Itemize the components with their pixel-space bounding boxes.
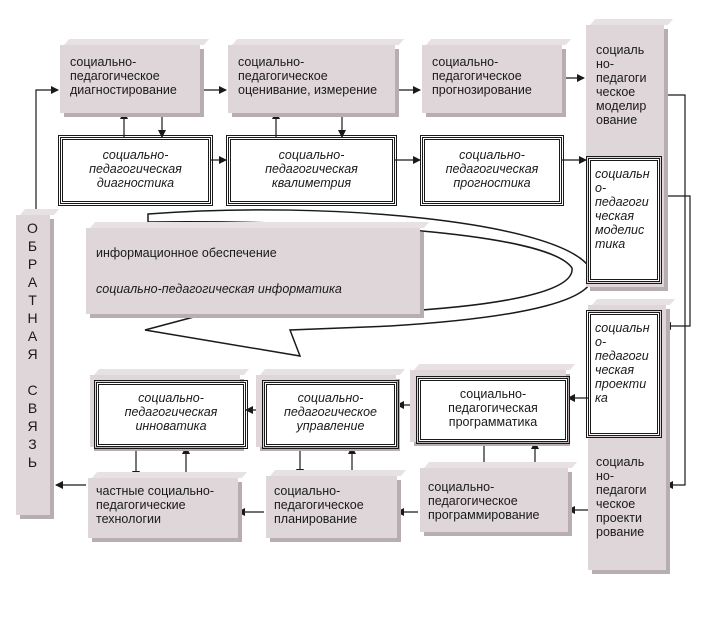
text-diagnostirovanie: социально- педагогическое диагностирован… <box>70 55 177 97</box>
text-programmirovanie: социально- педагогическое программирован… <box>428 480 540 522</box>
box-proektirovanie: социаль но- педагоги ческое проекти рова… <box>588 305 666 570</box>
return-curve-arrow <box>144 209 593 357</box>
box-diagnostika: социально- педагогическая диагностика <box>58 135 213 206</box>
arrow-model-to-proekt <box>665 94 686 489</box>
box-kvalimetriya: социально- педагогическая квалиметрия <box>226 135 397 206</box>
box-prognozirovanie: социально- педагогическое прогнозировани… <box>422 45 562 113</box>
text-modelistika: социальн о- педагоги ческая моделис тика <box>595 167 650 251</box>
text-programmatika: социально- педагогическая программатика <box>448 387 538 429</box>
text-innovatika: социально- педагогическая инноватика <box>124 391 218 433</box>
box-prognostika: социально- педагогическая прогностика <box>420 135 564 206</box>
feedback-column: О Б Р А Т Н А Я С В Я З Ь <box>16 215 50 515</box>
text-proektika: социальн о- педагоги ческая проекти ка <box>595 321 650 405</box>
text-diagnostika: социально- педагогическая диагностика <box>89 148 182 190</box>
box-ocenivanie: социально- педагогическое оценивание, из… <box>228 45 395 113</box>
text-informatika: социально-педагогическая информатика <box>96 282 342 296</box>
text-prognozirovanie: социально- педагогическое прогнозировани… <box>432 55 532 97</box>
text-upravlenie: социально- педагогическое управление <box>284 391 377 433</box>
feedback-up-arrow <box>35 86 59 215</box>
text-proektirovanie: социаль но- педагоги ческое проекти рова… <box>596 455 647 539</box>
box-upravlenie: социально- педагогическое управление <box>262 380 399 449</box>
box-planirovanie: социально- педагогическое планирование <box>266 476 397 538</box>
text-info-obespechenie: информационное обеспечение <box>96 246 277 260</box>
text-planirovanie: социально- педагогическое планирование <box>274 484 364 526</box>
text-tehnologii: частные социально- педагогические технол… <box>96 484 215 526</box>
text-prognostika: социально- педагогическая прогностика <box>445 148 539 190</box>
box-innovatika: социально- педагогическая инноватика <box>94 380 248 449</box>
box-programmirovanie: социально- педагогическое программирован… <box>420 468 568 532</box>
box-information: информационное обеспечение социально-пед… <box>86 228 420 314</box>
box-tehnologii: частные социально- педагогические технол… <box>88 478 238 538</box>
text-kvalimetriya: социально- педагогическая квалиметрия <box>265 148 358 190</box>
arrow-modelistika-to-proektika <box>662 195 691 330</box>
box-modelistika: социальн о- педагоги ческая моделис тика <box>586 156 662 284</box>
feedback-label: О Б Р А Т Н А Я С В Я З Ь <box>27 220 39 470</box>
text-modelirovanie: социаль но- педагоги ческое моделир ован… <box>596 43 647 127</box>
text-ocenivanie: социально- педагогическое оценивание, из… <box>238 55 378 97</box>
box-programmatika: социально- педагогическая программатика <box>416 376 570 444</box>
box-diagnostirovanie: социально- педагогическое диагностирован… <box>60 45 200 113</box>
box-proektika: социальн о- педагоги ческая проекти ка <box>586 310 662 438</box>
